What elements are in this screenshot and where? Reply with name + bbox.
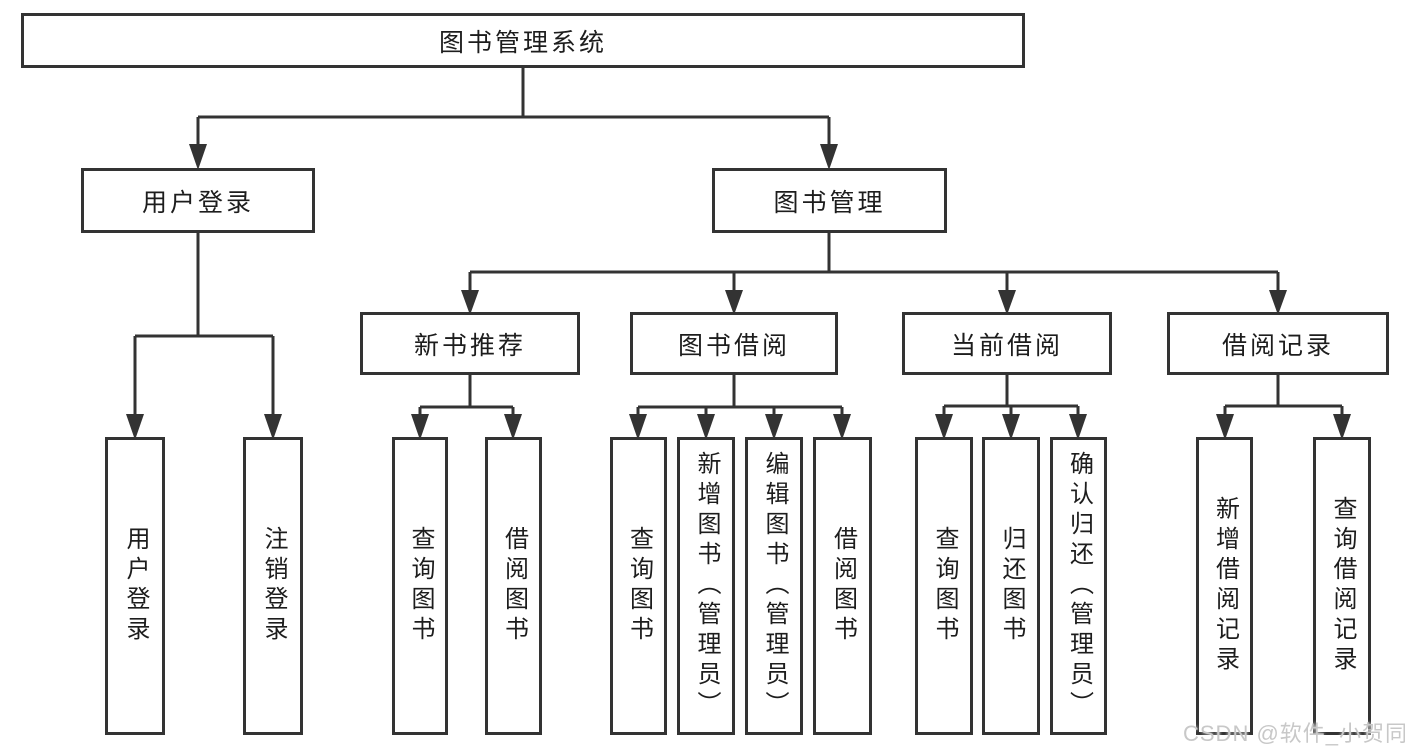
leaf-label: 新增借阅记录: [1211, 496, 1239, 676]
leaf-query-books-current: 查询图书: [915, 437, 973, 735]
connector-lines: [133, 68, 1344, 417]
leaf-label: 注销登录: [260, 526, 287, 646]
arrow-head: [697, 414, 715, 440]
arrow-head: [833, 414, 851, 440]
arrow-head: [998, 290, 1016, 315]
arrow-head: [935, 414, 953, 440]
leaf-borrow-books-recommend: 借阅图书: [485, 437, 542, 735]
leaf-label: 新增图书（管理员）: [693, 451, 720, 721]
leaf-user-login: 用户登录: [105, 437, 165, 735]
leaf-confirm-return-admin: 确认归还（管理员）: [1050, 437, 1107, 735]
arrow-head: [820, 144, 838, 170]
node-book-management-group: 图书管理: [712, 168, 947, 233]
leaf-label: 查询图书: [407, 526, 434, 646]
leaf-query-borrow-record: 查询借阅记录: [1313, 437, 1371, 735]
arrow-head: [461, 290, 479, 315]
leaf-label: 用户登录: [122, 526, 149, 646]
node-book-borrow: 图书借阅: [630, 312, 838, 375]
leaf-add-borrow-record: 新增借阅记录: [1196, 437, 1253, 735]
arrow-head: [264, 414, 282, 440]
arrow-head: [1333, 414, 1351, 440]
arrow-head: [126, 414, 144, 440]
arrow-head: [1002, 414, 1020, 440]
watermark: CSDN @软件_小贺同学: [1183, 721, 1405, 746]
leaf-return-books: 归还图书: [982, 437, 1040, 735]
arrow-head: [1069, 414, 1087, 440]
leaf-label: 借阅图书: [829, 526, 857, 646]
arrow-head: [725, 290, 743, 315]
node-root: 图书管理系统: [21, 13, 1025, 68]
leaf-label: 借阅图书: [500, 526, 528, 646]
arrow-head: [1216, 414, 1234, 440]
leaf-label: 查询借阅记录: [1329, 496, 1356, 676]
node-borrow-records: 借阅记录: [1167, 312, 1389, 375]
arrow-head: [504, 414, 522, 440]
arrow-head: [629, 414, 647, 440]
node-new-book-recommend: 新书推荐: [360, 312, 580, 375]
leaf-label: 归还图书: [998, 526, 1025, 646]
node-user-login-group: 用户登录: [81, 168, 315, 233]
arrow-head: [765, 414, 783, 440]
arrow-head: [411, 414, 429, 440]
arrow-heads: [126, 144, 1351, 440]
arrow-head: [1269, 290, 1287, 315]
leaf-query-books-recommend: 查询图书: [392, 437, 448, 735]
leaf-label: 查询图书: [931, 526, 958, 646]
leaf-label: 编辑图书（管理员）: [761, 451, 788, 721]
leaf-query-books-borrow: 查询图书: [610, 437, 667, 735]
leaf-logout: 注销登录: [243, 437, 303, 735]
leaf-add-books-admin: 新增图书（管理员）: [677, 437, 735, 735]
leaf-label: 查询图书: [625, 526, 653, 646]
leaf-edit-books-admin: 编辑图书（管理员）: [745, 437, 803, 735]
arrow-head: [189, 144, 207, 170]
leaf-label: 确认归还（管理员）: [1065, 451, 1093, 721]
node-current-borrow: 当前借阅: [902, 312, 1112, 375]
leaf-borrow-books-borrow: 借阅图书: [813, 437, 872, 735]
